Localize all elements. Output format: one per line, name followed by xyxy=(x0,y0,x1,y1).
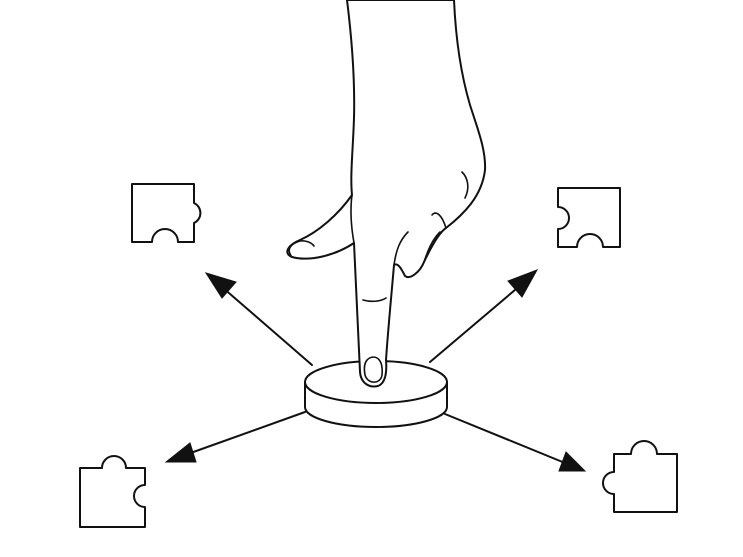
arrow-top-left xyxy=(204,272,313,366)
arrow-bottom-left xyxy=(164,411,306,463)
puzzle-piece-icon xyxy=(131,183,202,243)
hand-pointer-icon xyxy=(286,0,487,388)
puzzle-piece-icon xyxy=(79,455,146,528)
puzzle-piece-icon xyxy=(557,187,621,248)
puzzle-piece-icon xyxy=(602,440,678,513)
arrow-bottom-right xyxy=(444,413,587,472)
arrow-top-right xyxy=(429,269,539,363)
